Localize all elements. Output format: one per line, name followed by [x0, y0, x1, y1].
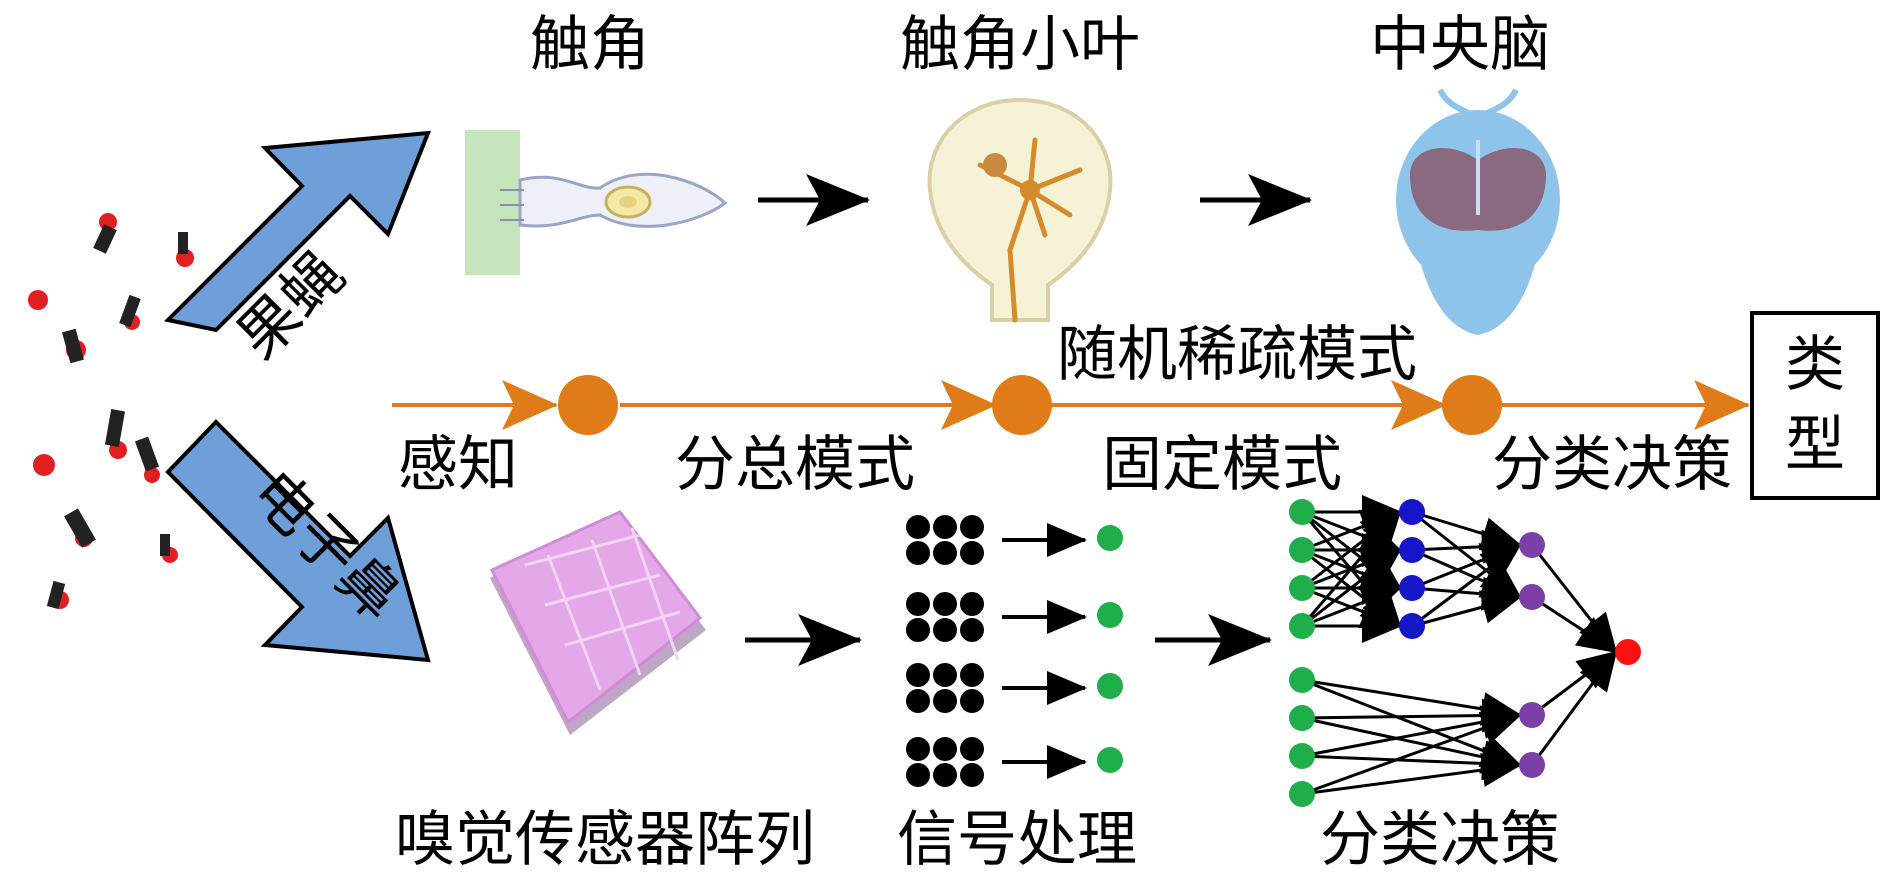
signal-dot	[933, 663, 957, 687]
output-type-box: 类 型	[1750, 311, 1880, 500]
input-node	[1289, 781, 1315, 807]
sensor-array-label: 嗅觉传感器阵列	[395, 805, 815, 875]
antenna-label: 触角	[530, 10, 650, 80]
signal-dot	[960, 541, 984, 565]
classification-decision-mid-label: 分类决策	[1492, 430, 1732, 500]
signal-processing-clusters	[906, 515, 1123, 787]
aggregate-mode-label: 分总模式	[675, 430, 915, 500]
network-edge	[1531, 650, 1618, 717]
signal-dot	[906, 689, 930, 713]
signal-dot	[933, 737, 957, 761]
timeline-node-2	[992, 375, 1052, 435]
input-node	[1289, 575, 1315, 601]
classification-decision-bottom-label: 分类决策	[1320, 805, 1560, 875]
input-node	[1289, 705, 1315, 731]
classifier-network	[1289, 495, 1641, 807]
input-node	[1289, 499, 1315, 525]
signal-dot	[933, 515, 957, 539]
central-brain-label: 中央脑	[1370, 10, 1550, 80]
hidden-node	[1399, 575, 1425, 601]
antenna-image	[465, 130, 728, 275]
input-node	[1289, 613, 1315, 639]
signal-dot	[933, 618, 957, 642]
signal-dot	[906, 737, 930, 761]
network-edge	[1301, 698, 1522, 733]
network-edge	[1300, 510, 1402, 627]
signal-dot	[960, 689, 984, 713]
input-node	[1289, 743, 1315, 769]
signal-dot	[906, 515, 930, 539]
input-node	[1289, 667, 1315, 693]
timeline-node-3	[1442, 375, 1502, 435]
decision-node	[1519, 752, 1545, 778]
process-timeline	[392, 375, 1750, 435]
decision-node	[1519, 584, 1545, 610]
network-edge	[1301, 711, 1522, 796]
network-edge	[1411, 510, 1522, 551]
timeline-node-1	[558, 375, 618, 435]
signal-dot	[906, 541, 930, 565]
signal-dot	[960, 737, 984, 761]
antenna-lobe-label: 触角小叶	[900, 10, 1140, 80]
signal-dot	[906, 592, 930, 616]
input-node	[1289, 537, 1315, 563]
central-brain-image	[1396, 88, 1560, 335]
signal-dot	[960, 515, 984, 539]
signal-output-node	[1097, 602, 1123, 628]
signal-dot	[933, 592, 957, 616]
signal-dot	[933, 541, 957, 565]
signal-output-node	[1097, 673, 1123, 699]
hidden-node	[1399, 613, 1425, 639]
signal-output-node	[1097, 747, 1123, 773]
signal-dot	[933, 763, 957, 787]
decision-node	[1519, 532, 1545, 558]
output-type-label-char-1: 类	[1785, 330, 1845, 400]
fixed-mode-label: 固定模式	[1102, 430, 1342, 500]
signal-dot	[960, 763, 984, 787]
antenna-lobe-image	[927, 97, 1113, 323]
output-node	[1615, 639, 1641, 665]
output-type-label-char-2: 型	[1785, 410, 1845, 480]
fruit-fly-arrow: 果蝇	[163, 130, 432, 373]
hidden-node	[1399, 537, 1425, 563]
signal-dot	[960, 663, 984, 687]
signal-processing-label: 信号处理	[897, 805, 1137, 875]
signal-dot	[906, 618, 930, 642]
network-edge	[1301, 753, 1522, 796]
signal-dot	[960, 618, 984, 642]
network-edge	[1301, 548, 1402, 628]
signal-dot	[906, 763, 930, 787]
signal-output-node	[1097, 525, 1123, 551]
network-edge	[1531, 595, 1618, 654]
network-edge	[1530, 650, 1618, 766]
sensor-array-image	[489, 510, 706, 735]
electronic-nose-arrow: 电子鼻	[165, 419, 431, 663]
network-edge	[1411, 543, 1522, 628]
hidden-node	[1399, 499, 1425, 525]
decision-node	[1519, 702, 1545, 728]
odor-molecules	[28, 213, 194, 610]
network-edge	[1301, 678, 1522, 726]
signal-dot	[933, 689, 957, 713]
network-edge	[1301, 585, 1402, 628]
random-sparse-mode-label: 随机稀疏模式	[1057, 320, 1417, 390]
network-edge	[1411, 543, 1522, 590]
perception-label: 感知	[398, 430, 518, 500]
signal-dot	[960, 592, 984, 616]
network-edge	[1411, 590, 1522, 628]
network-edge	[1411, 529, 1522, 564]
signal-dot	[906, 663, 930, 687]
